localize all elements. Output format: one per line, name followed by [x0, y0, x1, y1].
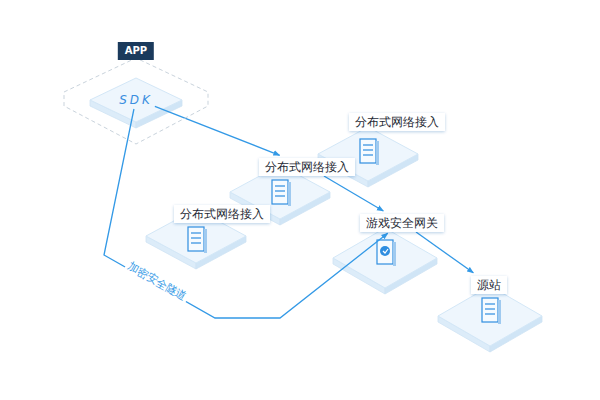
tile-top — [333, 228, 437, 288]
connector-arrow — [155, 106, 280, 155]
dashed-outline — [64, 58, 208, 144]
icon-slot — [363, 144, 373, 145]
connectors — [104, 106, 473, 318]
icon-shield — [380, 246, 390, 256]
icon-slot — [191, 237, 201, 238]
app-tag: APP — [118, 42, 154, 60]
service-node: 游戏安全网关 — [360, 212, 444, 232]
icon-body — [482, 298, 498, 322]
icon-body — [188, 227, 204, 251]
icon-slot — [191, 232, 201, 233]
icon-slot — [363, 154, 373, 155]
server-icon — [360, 139, 379, 165]
connector-arrow — [416, 232, 473, 273]
node-label: 源站 — [471, 276, 507, 294]
icon-body — [272, 180, 288, 204]
platform-tile — [438, 286, 542, 352]
icon-body — [377, 240, 393, 264]
server-icon — [272, 180, 291, 206]
connector-arrow — [104, 109, 388, 318]
icon-side — [376, 141, 379, 165]
tile-top — [90, 78, 182, 122]
icon-side — [204, 229, 207, 253]
tile-top — [438, 286, 542, 346]
icon-side — [393, 242, 396, 266]
app-region: APP SDK — [60, 42, 212, 150]
node-label: 分布式网络接入 — [259, 158, 355, 176]
icon-check — [383, 249, 388, 253]
node-label: 分布式网络接入 — [174, 205, 270, 223]
icon-slot — [485, 308, 495, 309]
sdk-tile: SDK — [117, 89, 155, 109]
service-node: 分布式网络接入 — [174, 203, 270, 223]
icon-slot — [275, 185, 285, 186]
icon-slot — [275, 190, 285, 191]
server-icon — [482, 298, 501, 324]
gateway-icon — [377, 240, 396, 266]
platform-tile — [90, 78, 182, 128]
icon-body — [360, 139, 376, 163]
icon-slot — [485, 313, 495, 314]
icon-slot — [191, 242, 201, 243]
icon-side — [498, 300, 501, 324]
icon-slot — [363, 149, 373, 150]
server-icon — [188, 227, 207, 253]
node-label: 分布式网络接入 — [349, 113, 445, 131]
connector-arrow — [324, 176, 383, 211]
icon-slot — [275, 195, 285, 196]
icon-slot — [485, 303, 495, 304]
platform-tiles — [90, 78, 542, 352]
platform-tile — [318, 127, 418, 187]
service-node: 分布式网络接入 — [349, 111, 445, 131]
platform-tile — [333, 228, 437, 294]
icon-side — [288, 182, 291, 206]
service-node: 分布式网络接入 — [259, 156, 355, 176]
node-label: 游戏安全网关 — [360, 214, 444, 232]
sdk-text: SDK — [117, 91, 155, 109]
service-node: 源站 — [471, 274, 507, 294]
edge-label: 加密安全隧道 — [123, 258, 190, 304]
